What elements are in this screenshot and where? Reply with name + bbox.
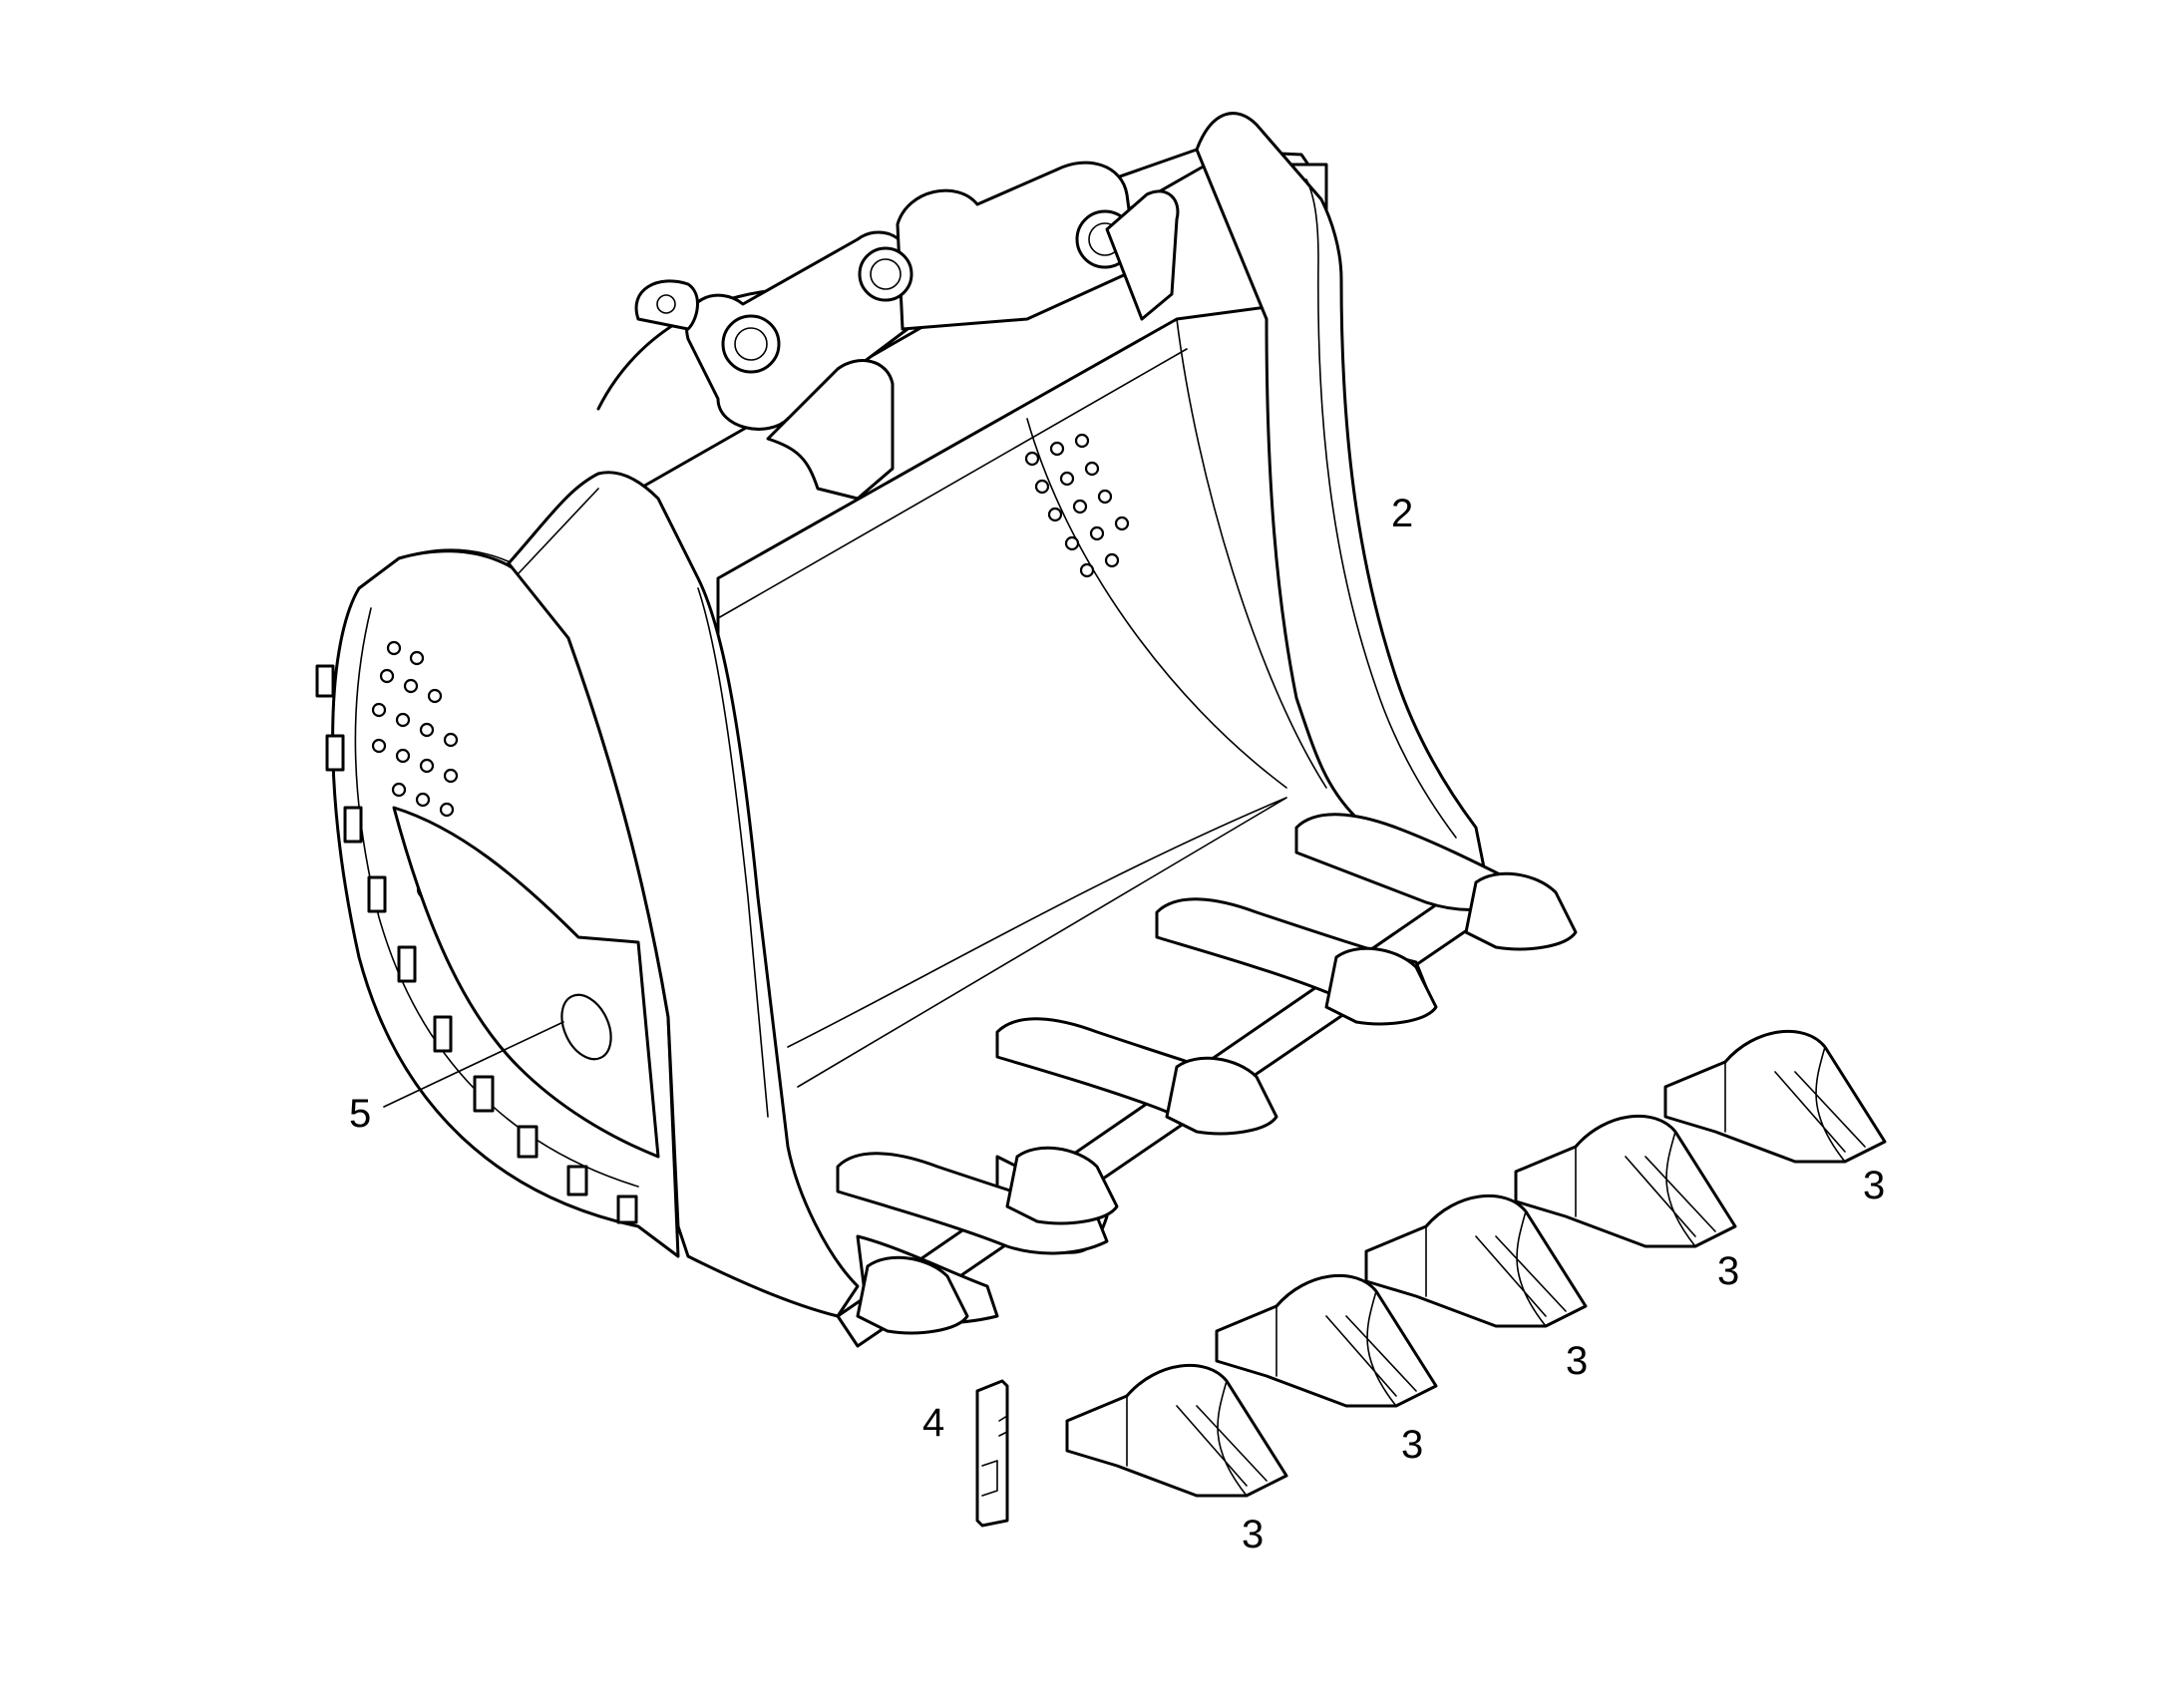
pin-boss-left [721,314,781,374]
bucket-inner-wall [1026,418,1287,789]
callout-tooth-3: 3 [1566,1339,1588,1383]
callout-bucket: 2 [1391,492,1413,535]
lifting-eye-hole [656,294,676,314]
right-side-plate-edge [1305,178,1457,839]
tooth-1 [1065,1363,1288,1498]
callout-tooth-1: 3 [1242,1513,1264,1556]
tooth-3 [1364,1194,1588,1328]
callout-tooth-4: 3 [1717,1249,1739,1293]
left-wear-strips [315,664,638,1224]
linkage-arm-left [766,359,895,501]
pin-boss-mid [858,246,913,302]
side-cutter-hole [560,993,612,1061]
right-side-plate [1195,112,1488,879]
side-cutter-leader [383,1021,564,1108]
tooth-2 [1215,1273,1438,1408]
callout-tooth-5: 3 [1863,1164,1885,1207]
mount-lug-right [896,161,1139,331]
bucket-inner-floor [787,318,1327,1088]
mount-lug-left [684,230,909,431]
lifting-eye [634,279,699,331]
installed-tooth-tips [856,871,1578,1335]
left-front-panel [507,471,860,1318]
callout-tooth-2: 3 [1401,1423,1423,1467]
tooth-5 [1663,1029,1887,1164]
retaining-pin [975,1379,1009,1528]
pin-boss-mid-inner [870,258,902,290]
inner-wall-holes [1024,433,1130,578]
side-cutter-plate [392,806,660,1159]
pin-boss-left-inner [734,327,768,361]
callout-pin: 4 [922,1401,944,1445]
linkage-arm-right [1105,189,1180,321]
left-front-panel-edge [518,488,769,1118]
callout-side-cutter: 5 [349,1092,371,1136]
bucket-assembly [315,112,1578,1348]
tooth-4 [1514,1114,1737,1248]
loose-teeth [1065,1029,1887,1498]
